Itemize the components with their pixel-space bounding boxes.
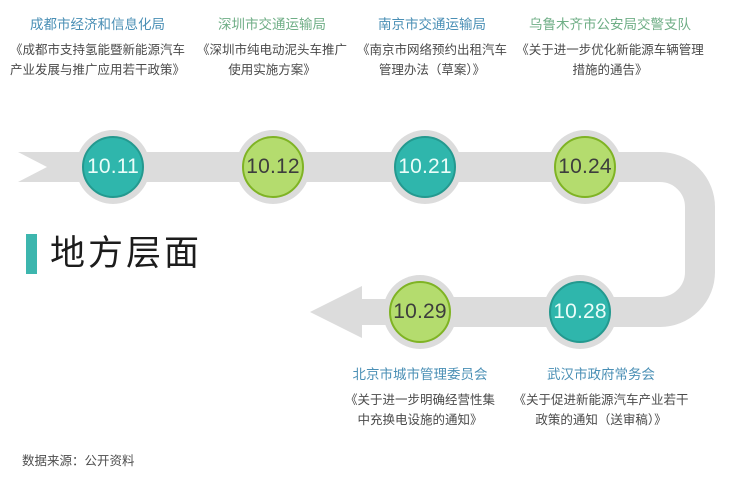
doc-title: 《深圳市纯电动泥头车推广使用实施方案》 (196, 43, 347, 77)
section-title: 地方层面 (26, 234, 202, 274)
timeline-node-10-11[interactable]: 10.11 (82, 136, 144, 198)
timeline-node-10-28[interactable]: 10.28 (549, 281, 611, 343)
data-source-note: 数据来源：公开资料 (22, 454, 135, 468)
timeline-node-10-21[interactable]: 10.21 (394, 136, 456, 198)
node-date: 10.11 (87, 155, 139, 178)
doc-title: 《成都市支持氢能暨新能源汽车产业发展与推广应用若干政策》 (10, 43, 186, 77)
org-label: 乌鲁木齐市公安局交警支队 (529, 17, 691, 32)
entry-top-2: 深圳市交通运输局 《深圳市纯电动泥头车推广使用实施方案》 (192, 16, 352, 80)
node-date: 10.29 (393, 300, 447, 323)
doc-title: 《南京市网络预约出租汽车管理办法（草案）》 (356, 43, 507, 77)
org-label: 成都市经济和信息化局 (30, 17, 165, 32)
org-label: 武汉市政府常务会 (547, 367, 655, 382)
entry-top-1: 成都市经济和信息化局 《成都市支持氢能暨新能源汽车产业发展与推广应用若干政策》 (10, 16, 185, 80)
entry-bottom-1: 北京市城市管理委员会 《关于进一步明确经营性集中充换电设施的通知》 (340, 366, 500, 430)
section-title-text: 地方层面 (50, 234, 203, 273)
entry-top-4: 乌鲁木齐市公安局交警支队 《关于进一步优化新能源车辆管理措施的通告》 (512, 16, 708, 80)
ribbon-left-arrowhead (310, 286, 362, 338)
doc-title: 《关于促进新能源汽车产业若干政策的通知（送审稿）》 (513, 393, 689, 427)
org-label: 深圳市交通运输局 (218, 17, 326, 32)
doc-title: 《关于进一步优化新能源车辆管理措施的通告》 (516, 43, 704, 77)
node-date: 10.28 (553, 300, 607, 323)
org-label: 南京市交通运输局 (378, 17, 486, 32)
entry-top-3: 南京市交通运输局 《南京市网络预约出租汽车管理办法（草案）》 (352, 16, 512, 80)
node-date: 10.12 (246, 155, 300, 178)
timeline-node-10-24[interactable]: 10.24 (554, 136, 616, 198)
org-label: 北京市城市管理委员会 (352, 367, 488, 382)
timeline-node-10-12[interactable]: 10.12 (242, 136, 304, 198)
node-date: 10.21 (398, 155, 452, 178)
doc-title: 《关于进一步明确经营性集中充换电设施的通知》 (344, 393, 495, 427)
timeline-node-10-29[interactable]: 10.29 (389, 281, 451, 343)
section-accent-bar (26, 234, 37, 274)
entry-bottom-2: 武汉市政府常务会 《关于促进新能源汽车产业若干政策的通知（送审稿）》 (512, 366, 690, 430)
node-date: 10.24 (558, 155, 612, 178)
